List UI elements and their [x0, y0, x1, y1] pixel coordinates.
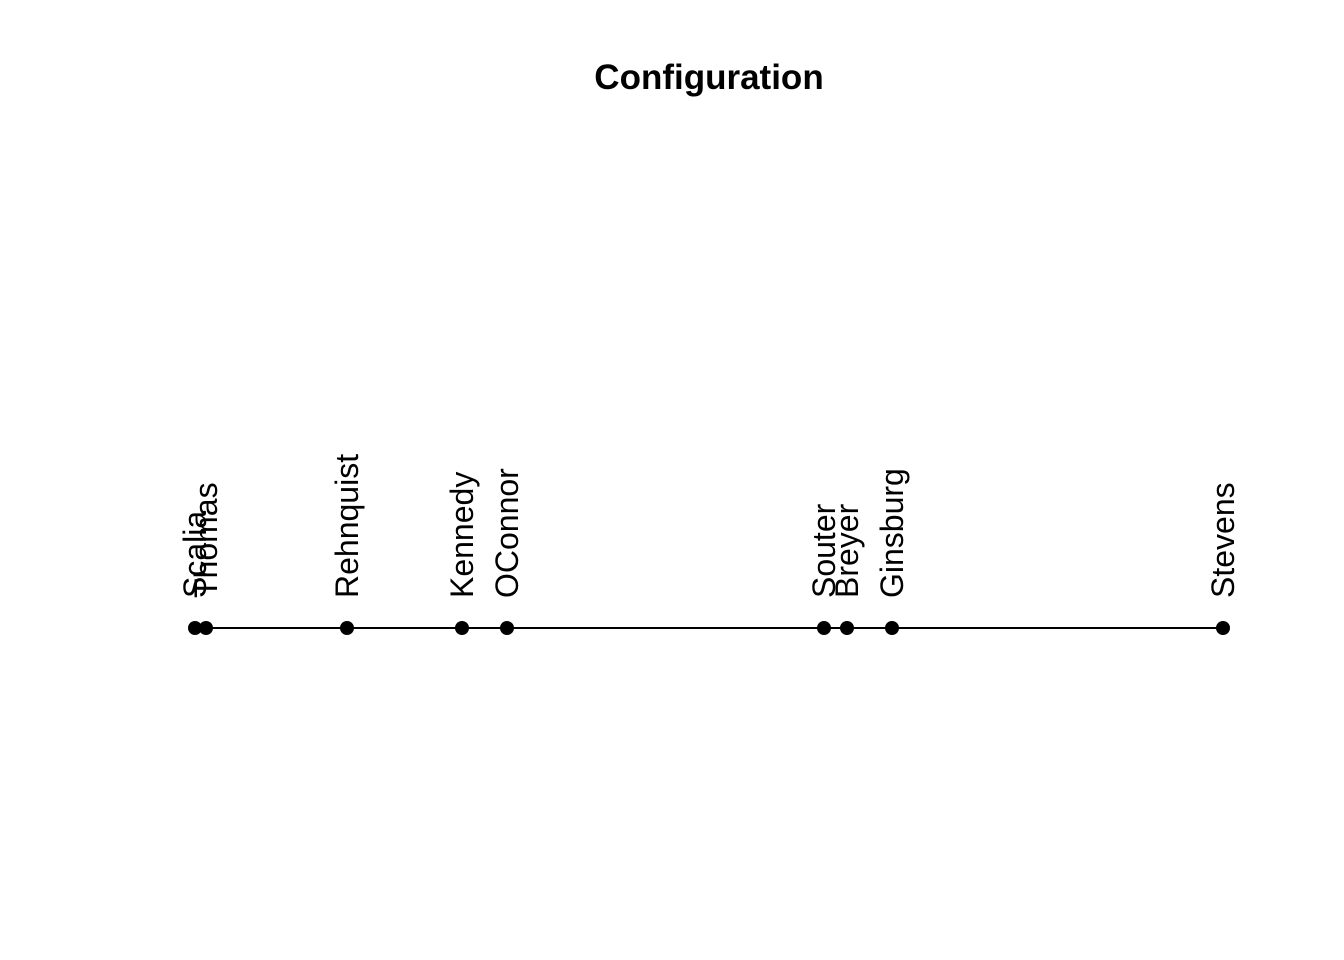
data-point-ginsburg — [885, 621, 899, 635]
point-label-thomas: Thomas — [188, 482, 224, 598]
data-point-kennedy — [455, 621, 469, 635]
data-point-scalia — [188, 621, 202, 635]
point-label-ginsburg: Ginsburg — [874, 468, 910, 598]
data-point-thomas — [199, 621, 213, 635]
data-point-stevens — [1216, 621, 1230, 635]
point-label-breyer: Breyer — [829, 503, 865, 598]
point-label-oconnor: OConnor — [489, 468, 525, 598]
point-label-stevens: Stevens — [1205, 482, 1241, 598]
configuration-line — [195, 627, 1223, 629]
point-label-rehnquist: Rehnquist — [329, 453, 365, 598]
data-point-oconnor — [500, 621, 514, 635]
data-point-rehnquist — [340, 621, 354, 635]
point-label-kennedy: Kennedy — [444, 471, 480, 598]
data-point-souter — [817, 621, 831, 635]
data-point-breyer — [840, 621, 854, 635]
chart-title: Configuration — [594, 58, 824, 97]
